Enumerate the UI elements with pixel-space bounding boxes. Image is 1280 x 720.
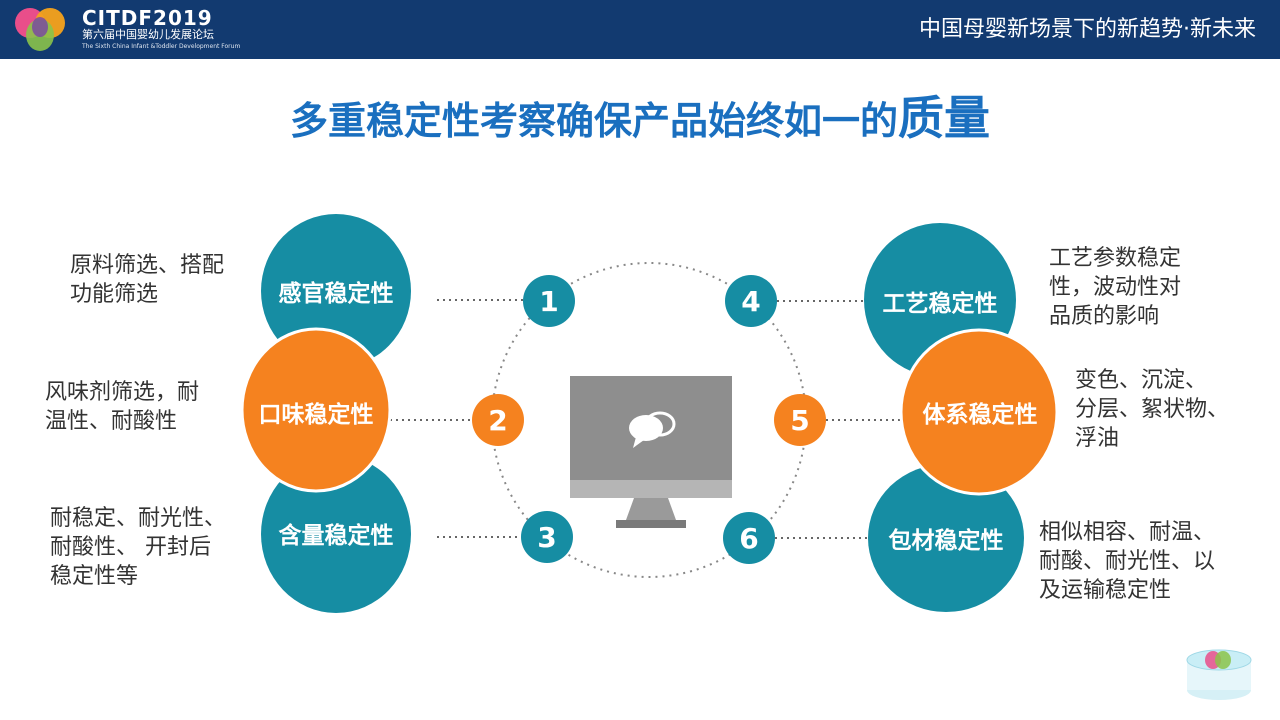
number-circle-6 [723,512,775,564]
number-circle-2 [472,394,524,446]
number-2: 2 [488,403,508,437]
page-title-emphasis: 质量 [898,91,990,145]
circle-sensory [261,214,411,368]
desc-content: 耐稳定、耐光性、 耐酸性、 开封后 稳定性等 [50,506,227,589]
label-packaging: 包材稳定性 [888,528,1004,554]
page-title-main: 多重稳定性考察确保产品始终如一的 [289,99,898,143]
logo-subtitle-en: The Sixth China Infant &Toddler Developm… [82,43,241,50]
desc-process: 工艺参数稳定 性，波动性对 品质的影响 [1049,246,1182,329]
citdf-logo: CITDF2019 第六届中国婴幼儿发展论坛 The Sixth China I… [8,3,248,55]
circle-content [261,455,411,613]
label-content: 含量稳定性 [278,523,394,549]
label-system: 体系稳定性 [922,402,1038,428]
desc-sensory: 原料筛选、搭配 功能筛选 [70,253,225,307]
number-1: 1 [539,284,559,318]
circle-packaging [868,464,1024,612]
monitor-chat-icon [570,376,732,528]
number-4: 4 [741,284,761,318]
circle-system [899,328,1059,496]
logo-title: CITDF2019 [82,6,213,30]
label-sensory: 感官稳定性 [278,281,394,307]
heart-logo-icon [15,8,65,51]
header-bar: CITDF2019 第六届中国婴幼儿发展论坛 The Sixth China I… [0,0,1280,59]
corner-logo-icon [1186,649,1252,700]
number-3: 3 [537,520,557,554]
label-taste: 口味稳定性 [258,402,374,428]
desc-taste: 风味剂筛选，耐 温性、耐酸性 [45,380,200,434]
page-title: 多重稳定性考察确保产品始终如一的质量 [0,88,1280,151]
number-circle-4 [725,275,777,327]
number-6: 6 [739,521,759,555]
circle-taste [240,327,392,493]
number-5: 5 [790,403,810,437]
number-circle-5 [774,394,826,446]
label-process: 工艺稳定性 [882,291,998,317]
desc-packaging: 相似相容、耐温、 耐酸、耐光性、以 及运输稳定性 [1039,520,1216,603]
logo-subtitle: 第六届中国婴幼儿发展论坛 [82,28,214,41]
number-circle-1 [523,275,575,327]
desc-system: 变色、沉淀、 分层、絮状物、 浮油 [1075,368,1230,451]
header-slogan: 中国母婴新场景下的新趋势·新未来 [919,17,1256,42]
number-circle-3 [521,511,573,563]
